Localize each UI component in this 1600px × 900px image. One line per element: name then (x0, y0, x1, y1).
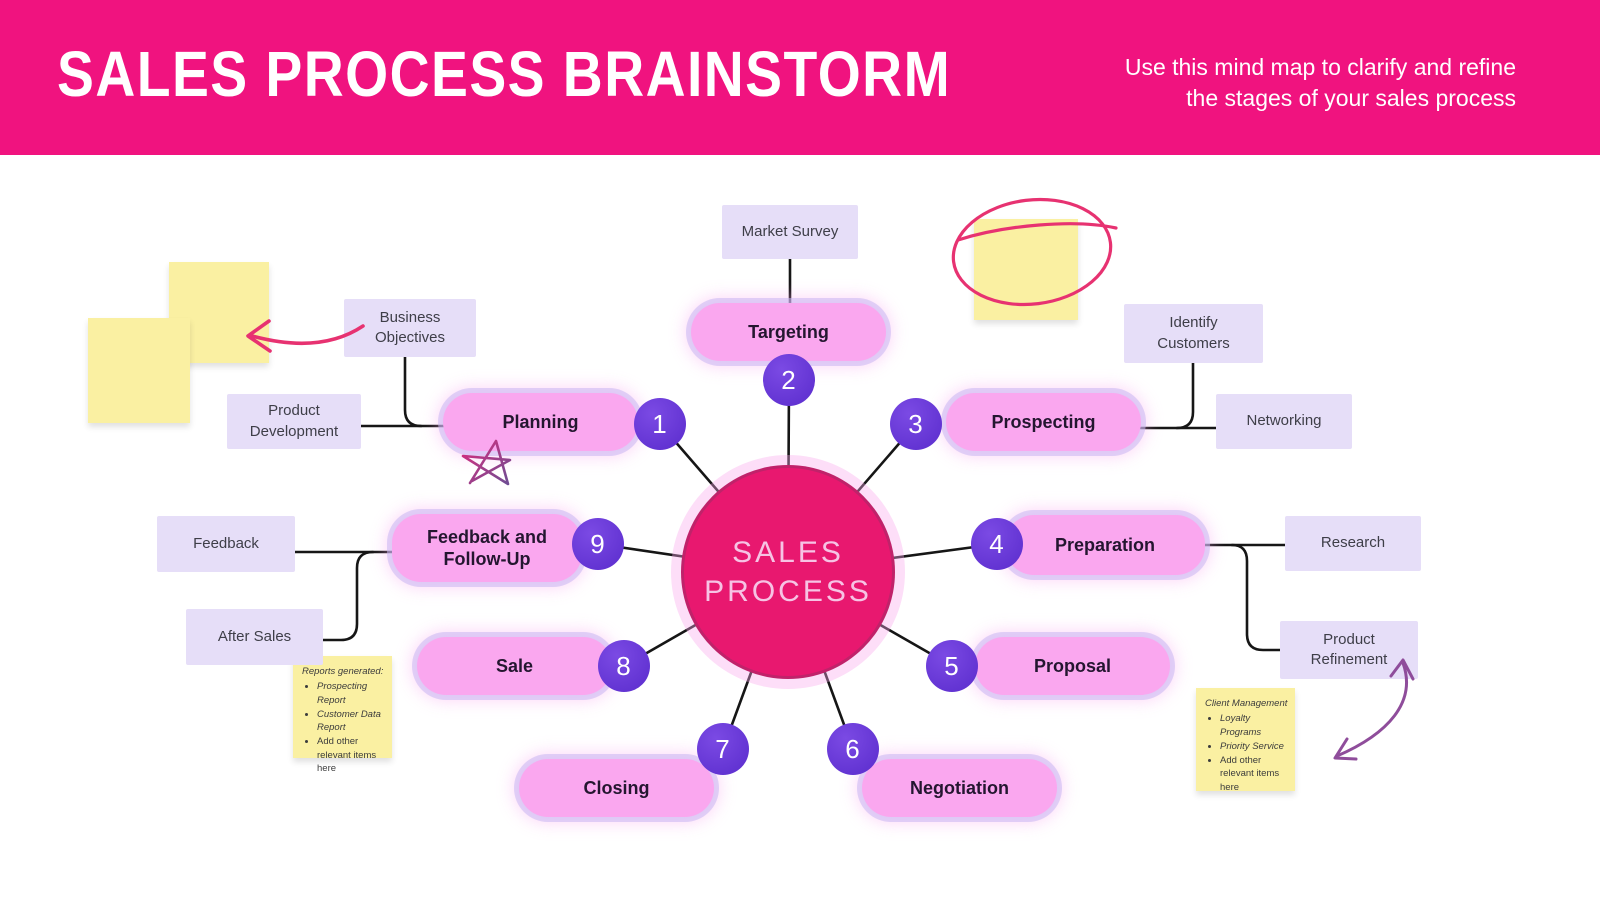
number-badge-9[interactable]: 9 (572, 518, 624, 570)
topic-label: Feedback and Follow-Up (426, 526, 548, 570)
subtopic-product-refinement[interactable]: Product Refinement (1280, 621, 1418, 679)
topic-closing[interactable]: Closing (519, 759, 714, 817)
page-subtitle: Use this mind map to clarify and refine … (1125, 52, 1516, 114)
badge-number: 4 (989, 528, 1005, 559)
note-item: Customer Data Report (317, 708, 386, 735)
topic-label: Closing (583, 777, 650, 798)
subtopic-market-survey[interactable]: Market Survey (722, 205, 858, 259)
subtopic-after-sales[interactable]: After Sales (186, 609, 323, 665)
topic-label: Preparation (1054, 534, 1156, 555)
number-badge-4[interactable]: 4 (971, 518, 1023, 570)
number-badge-6[interactable]: 6 (827, 723, 879, 775)
subtitle-line-2: the stages of your sales process (1186, 85, 1516, 111)
topic-label: Targeting (748, 321, 829, 342)
subtopic-product-development[interactable]: Product Development (227, 394, 361, 449)
number-badge-1[interactable]: 1 (634, 398, 686, 450)
note-title: Client Management (1205, 698, 1288, 709)
subtopic-label: Market Survey (741, 222, 839, 240)
subtopic-label: Identify Customers (1157, 314, 1230, 352)
badge-number: 2 (781, 364, 797, 395)
note-title: Reports generated: (302, 666, 384, 677)
sticky-note-blank-2[interactable] (88, 318, 190, 423)
badge-number: 3 (908, 408, 924, 439)
subtitle-line-1: Use this mind map to clarify and refine (1124, 54, 1516, 80)
topic-sale[interactable]: Sale (417, 637, 612, 695)
page-title: SALES PROCESS BRAINSTORM (57, 39, 952, 111)
center-label-line-1: SALES (732, 536, 844, 569)
subtopic-label: Networking (1246, 412, 1322, 430)
topic-prospecting[interactable]: Prospecting (946, 393, 1141, 451)
subtopic-label: Research (1320, 534, 1386, 552)
topic-label: Sale (495, 655, 534, 676)
topic-label: Negotiation (910, 777, 1009, 798)
note-list: Loyalty Programs Priority Service Add ot… (1209, 712, 1289, 794)
sticky-note-blank-3[interactable] (974, 219, 1078, 320)
center-label: SALES PROCESS (704, 533, 872, 611)
note-list: Prospecting Report Customer Data Report … (306, 680, 386, 775)
number-badge-5[interactable]: 5 (926, 640, 978, 692)
badge-number: 9 (590, 528, 606, 559)
subtopic-business-objectives[interactable]: Business Objectives (344, 299, 476, 357)
header-banner: SALES PROCESS BRAINSTORM Use this mind m… (0, 0, 1600, 155)
subtopic-networking[interactable]: Networking (1216, 394, 1352, 449)
topic-label: Prospecting (991, 411, 1096, 432)
subtopic-label: Feedback (193, 534, 259, 552)
subtopic-identify-customers[interactable]: Identify Customers (1124, 304, 1263, 363)
number-badge-3[interactable]: 3 (890, 398, 942, 450)
topic-proposal[interactable]: Proposal (975, 637, 1170, 695)
number-badge-8[interactable]: 8 (598, 640, 650, 692)
topic-label: Planning (502, 411, 579, 432)
number-badge-2[interactable]: 2 (763, 354, 815, 406)
badge-number: 6 (845, 733, 861, 764)
subtopic-label: Product Development (249, 402, 339, 440)
topic-planning[interactable]: Planning (443, 393, 638, 451)
badge-number: 7 (715, 733, 731, 764)
subtopic-feedback[interactable]: Feedback (157, 516, 295, 572)
topic-label: Proposal (1033, 655, 1112, 676)
number-badge-7[interactable]: 7 (697, 723, 749, 775)
note-item: Priority Service (1220, 740, 1289, 753)
subtopic-research[interactable]: Research (1285, 516, 1421, 571)
note-item: Loyalty Programs (1220, 712, 1289, 739)
topic-targeting[interactable]: Targeting (691, 303, 886, 361)
badge-number: 8 (616, 650, 632, 681)
subtopic-label: Product Refinement (1310, 630, 1388, 668)
topic-negotiation[interactable]: Negotiation (862, 759, 1057, 817)
center-label-line-2: PROCESS (704, 575, 872, 608)
badge-number: 1 (652, 408, 668, 439)
badge-number: 5 (944, 650, 960, 681)
topic-preparation[interactable]: Preparation (1005, 515, 1205, 575)
note-item: Add other relevant items here (1220, 754, 1289, 794)
subtopic-label: Business Objectives (374, 308, 446, 346)
sticky-note-client[interactable]: Client Management Loyalty Programs Prior… (1196, 688, 1295, 794)
topic-feedback-follow-up[interactable]: Feedback and Follow-Up (392, 514, 582, 582)
note-item: Add other relevant items here (317, 735, 386, 775)
subtopic-label: After Sales (217, 627, 292, 645)
center-node-sales-process[interactable]: SALES PROCESS (681, 465, 895, 679)
sticky-note-reports[interactable]: Reports generated: Prospecting Report Cu… (293, 656, 392, 774)
note-item: Prospecting Report (317, 680, 386, 707)
